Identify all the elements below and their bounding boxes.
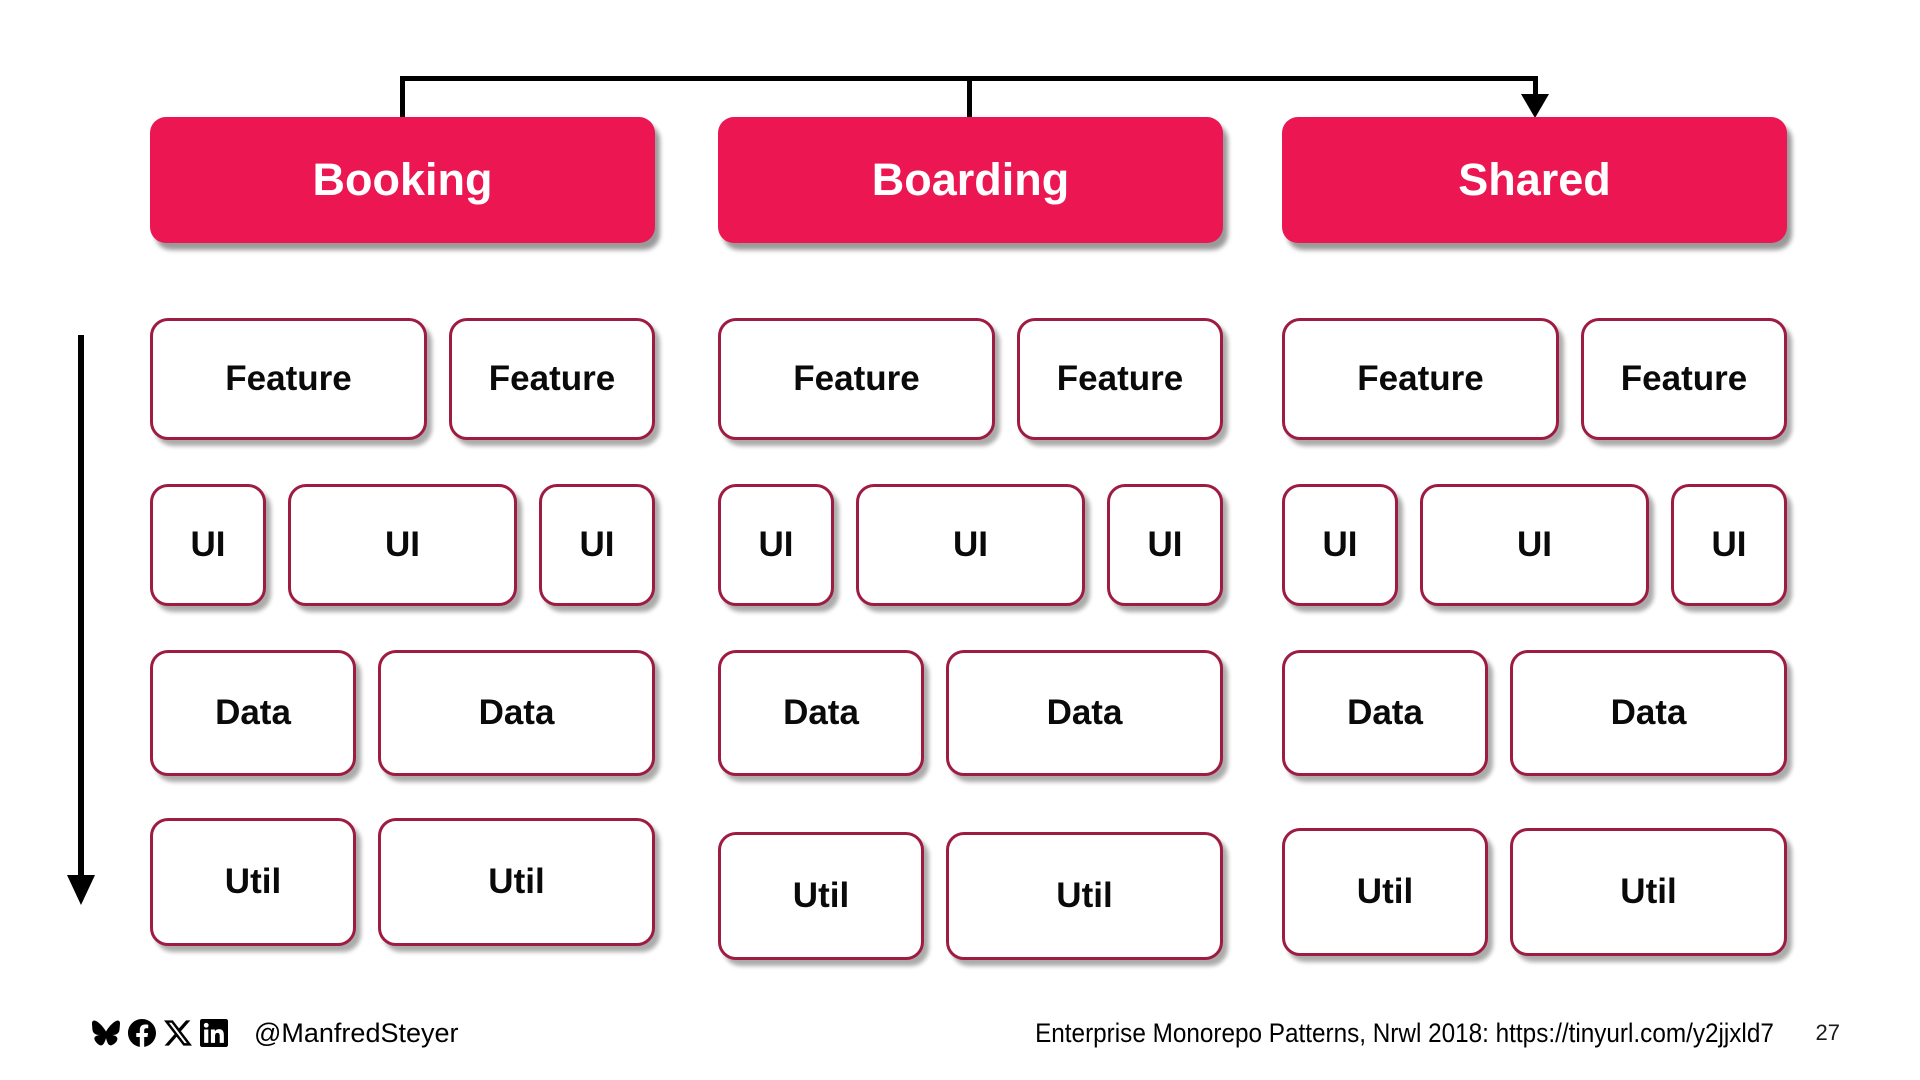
ui-box: UI — [1107, 484, 1223, 606]
facebook-icon — [128, 1019, 156, 1047]
top-connector-drop-booking — [400, 76, 405, 119]
ui-box: UI — [150, 484, 266, 606]
ui-box: UI — [1671, 484, 1787, 606]
util-box: Util — [150, 818, 356, 946]
feature-box: Feature — [718, 318, 995, 440]
linkedin-icon — [200, 1019, 228, 1047]
ui-box: UI — [539, 484, 655, 606]
data-box: Data — [946, 650, 1223, 776]
data-box: Data — [718, 650, 924, 776]
left-vertical-arrow-line — [78, 335, 84, 877]
util-box: Util — [718, 832, 924, 960]
down-arrowhead-icon — [1521, 94, 1549, 118]
ui-box: UI — [856, 484, 1085, 606]
x-icon — [164, 1019, 192, 1047]
feature-box: Feature — [1282, 318, 1559, 440]
column-header-booking: Booking — [150, 117, 655, 243]
footer: @ManfredSteyer Enterprise Monorepo Patte… — [92, 1012, 1840, 1054]
data-box: Data — [150, 650, 356, 776]
ui-box: UI — [1420, 484, 1649, 606]
ui-box: UI — [1282, 484, 1398, 606]
page-number: 27 — [1815, 1020, 1840, 1045]
util-box: Util — [378, 818, 655, 946]
data-box: Data — [1510, 650, 1787, 776]
feature-box: Feature — [150, 318, 427, 440]
social-icons — [92, 1019, 228, 1047]
left-vertical-arrowhead-icon — [67, 875, 95, 905]
column-header-shared: Shared — [1282, 117, 1787, 243]
ui-box: UI — [718, 484, 834, 606]
reference-text: Enterprise Monorepo Patterns, Nrwl 2018:… — [1034, 1017, 1774, 1048]
author-handle: @ManfredSteyer — [254, 1017, 459, 1048]
feature-box: Feature — [1581, 318, 1787, 440]
util-box: Util — [1510, 828, 1787, 956]
feature-box: Feature — [449, 318, 655, 440]
bluesky-icon — [92, 1019, 120, 1047]
data-box: Data — [1282, 650, 1488, 776]
util-box: Util — [1282, 828, 1488, 956]
top-connector-drop-shared — [1533, 76, 1538, 98]
column-header-boarding: Boarding — [718, 117, 1223, 243]
footer-right: Enterprise Monorepo Patterns, Nrwl 2018:… — [953, 1018, 1840, 1049]
feature-box: Feature — [1017, 318, 1223, 440]
ui-box: UI — [288, 484, 517, 606]
util-box: Util — [946, 832, 1223, 960]
data-box: Data — [378, 650, 655, 776]
top-connector-drop-boarding — [967, 76, 972, 119]
